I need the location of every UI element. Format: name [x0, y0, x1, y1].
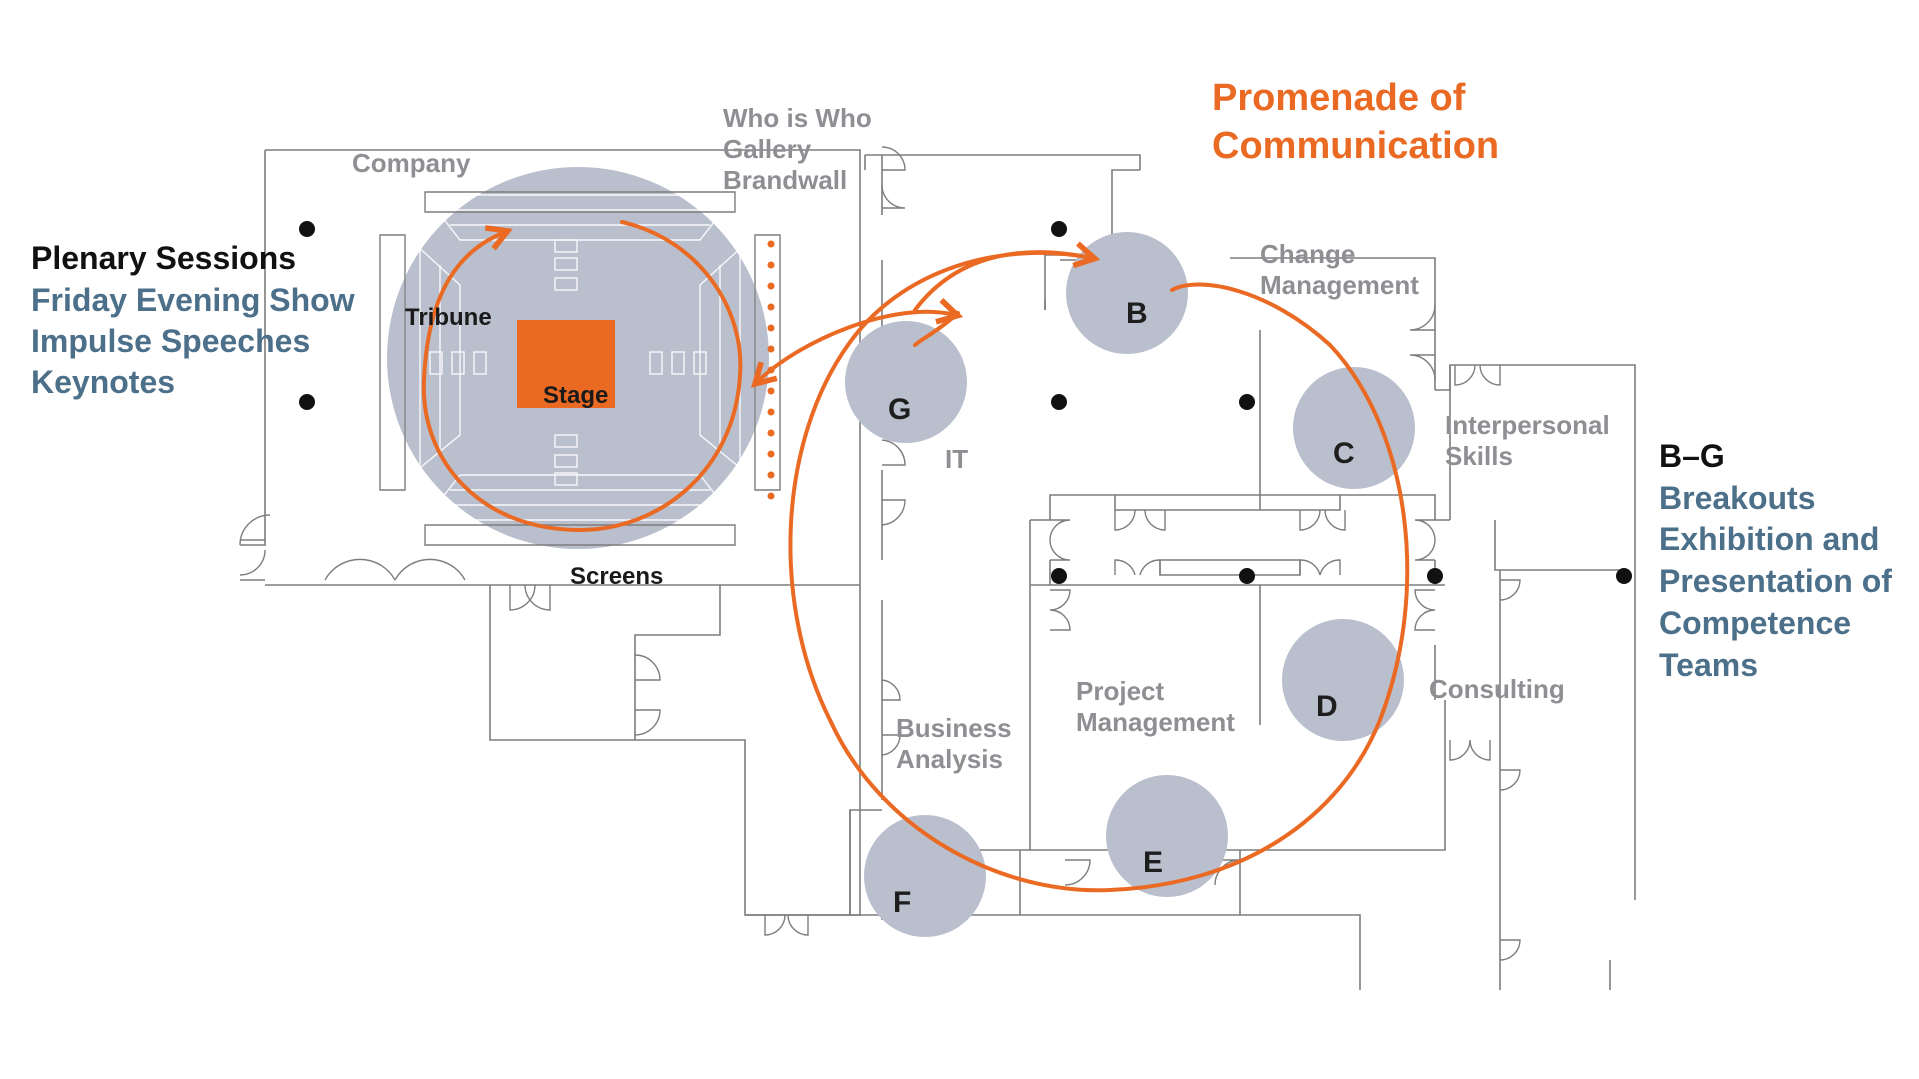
left-panel-item: Keynotes — [31, 364, 176, 400]
circle-b — [1066, 232, 1188, 354]
label-screens: Screens — [570, 563, 664, 590]
left-panel-heading: Plenary Sessions — [31, 240, 297, 276]
label-change-management: Management — [1260, 270, 1419, 300]
doors — [239, 146, 1521, 961]
right-panel-item: Competence — [1659, 605, 1852, 641]
breakout-loop — [788, 250, 1410, 893]
label-project-management: Management — [1076, 707, 1235, 737]
circle-c — [1293, 367, 1415, 489]
label-it: IT — [945, 444, 969, 474]
top-arc-arrow — [913, 252, 1092, 312]
label-gallery: Gallery — [723, 134, 812, 164]
left-panel-item: Friday Evening Show — [31, 282, 355, 318]
label-project: Project — [1076, 676, 1165, 706]
label-skills: Skills — [1445, 441, 1513, 471]
node-b: B — [1126, 297, 1148, 330]
right-panel-item: Exhibition and — [1659, 521, 1880, 557]
right-panel-heading: B–G — [1659, 438, 1725, 474]
node-d: D — [1316, 690, 1338, 723]
label-analysis: Analysis — [896, 744, 1003, 774]
label-brandwall: Brandwall — [723, 165, 848, 195]
title-line-2: Communication — [1212, 125, 1500, 167]
label-business: Business — [896, 713, 1012, 743]
label-company: Company — [352, 148, 471, 178]
label-who-is-who: Who is Who — [723, 103, 872, 133]
node-f: F — [893, 886, 912, 919]
label-change: Change — [1260, 239, 1356, 269]
label-stage: Stage — [543, 382, 609, 409]
left-panel-item: Impulse Speeches — [31, 323, 311, 359]
node-g: G — [888, 393, 912, 426]
promenade-paths — [421, 220, 1410, 893]
node-c: C — [1333, 437, 1355, 470]
top-arrow — [913, 311, 960, 347]
title-line-1: Promenade of — [1212, 77, 1466, 119]
columns — [299, 221, 1632, 584]
right-panel-item: Presentation of — [1659, 563, 1892, 599]
label-tribune: Tribune — [405, 304, 492, 331]
circle-f — [864, 815, 986, 937]
label-interpersonal: Interpersonal — [1445, 410, 1610, 440]
link-arrow — [757, 312, 955, 382]
circle-e — [1106, 775, 1228, 897]
hall-frames — [379, 191, 781, 546]
plenary-loop-arrow — [421, 220, 743, 533]
stage-block — [517, 320, 615, 408]
circle-d — [1282, 619, 1404, 741]
label-consulting: Consulting — [1429, 674, 1565, 704]
right-panel-item: Teams — [1659, 647, 1759, 683]
right-panel-item: Breakouts — [1659, 480, 1816, 516]
node-e: E — [1143, 846, 1164, 879]
